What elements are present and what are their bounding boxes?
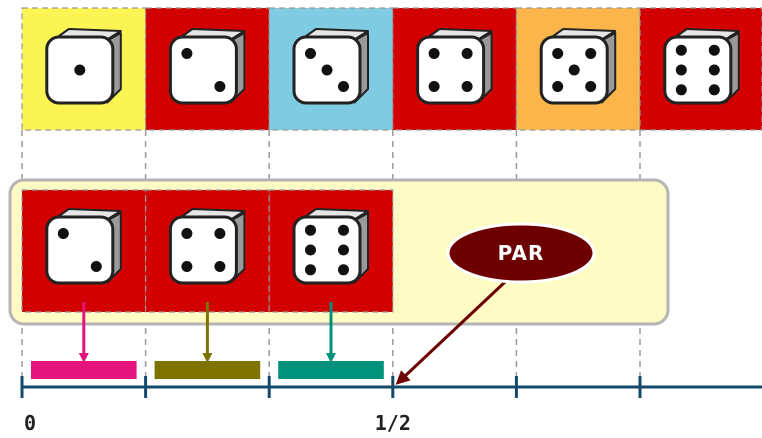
die-face — [45, 215, 115, 285]
even-die-3 — [292, 208, 369, 285]
die-pip — [181, 48, 193, 59]
die-pip — [585, 81, 597, 92]
die-pip — [461, 81, 473, 92]
die-pip — [552, 48, 564, 59]
die-pip — [181, 228, 193, 239]
top-die-1 — [45, 28, 122, 105]
die-pip — [181, 261, 193, 272]
die-pip — [708, 64, 720, 76]
top-die-4 — [416, 28, 493, 105]
probability-segment-3 — [278, 361, 384, 379]
die-pip — [585, 48, 597, 59]
die-pip — [305, 48, 316, 59]
top-dice-row — [21, 7, 762, 131]
die-pip — [552, 81, 564, 92]
event-label: PAR — [498, 241, 545, 265]
event-arrow — [395, 280, 507, 385]
number-line — [20, 376, 762, 398]
die-face — [416, 35, 486, 105]
even-die-2 — [168, 208, 246, 285]
die-pip — [338, 81, 349, 92]
die-pip — [214, 228, 226, 239]
top-die-6 — [663, 28, 740, 105]
top-die-5 — [539, 28, 617, 105]
die-pip — [708, 44, 720, 56]
die-pip — [74, 64, 86, 76]
probability-segment-2 — [154, 361, 261, 379]
probability-segments — [31, 302, 384, 379]
top-die-3 — [292, 28, 369, 105]
die-pip — [428, 81, 440, 92]
die-face — [292, 215, 362, 285]
even-die-1 — [45, 208, 122, 285]
event-callout: PAR — [395, 222, 596, 385]
die-pip — [338, 244, 349, 256]
die-pip — [461, 48, 473, 59]
die-pip — [568, 64, 580, 76]
die-pip — [90, 261, 102, 272]
die-pip — [305, 264, 316, 276]
axis-label-zero: 0 — [24, 411, 36, 435]
die-pip — [305, 224, 316, 236]
die-pip — [675, 44, 687, 56]
die-pip — [708, 84, 720, 96]
die-pip — [428, 48, 440, 59]
die-pip — [675, 84, 687, 96]
axis-label-half: 1/2 — [375, 411, 411, 435]
probability-segment-1 — [31, 361, 137, 379]
die-face — [168, 215, 238, 285]
event-oval — [446, 222, 596, 284]
die-face — [168, 35, 238, 105]
die-face — [663, 35, 733, 105]
axis-labels: 0 1/2 1 — [24, 411, 411, 435]
die-pip — [305, 244, 316, 256]
die-pip — [338, 264, 349, 276]
die-pip — [214, 261, 226, 272]
die-pip — [57, 228, 69, 239]
die-pip — [214, 81, 226, 92]
top-die-2 — [168, 28, 246, 105]
die-pip — [321, 64, 333, 76]
die-pip — [338, 224, 349, 236]
die-pip — [675, 64, 687, 76]
even-dice-row — [21, 189, 394, 313]
